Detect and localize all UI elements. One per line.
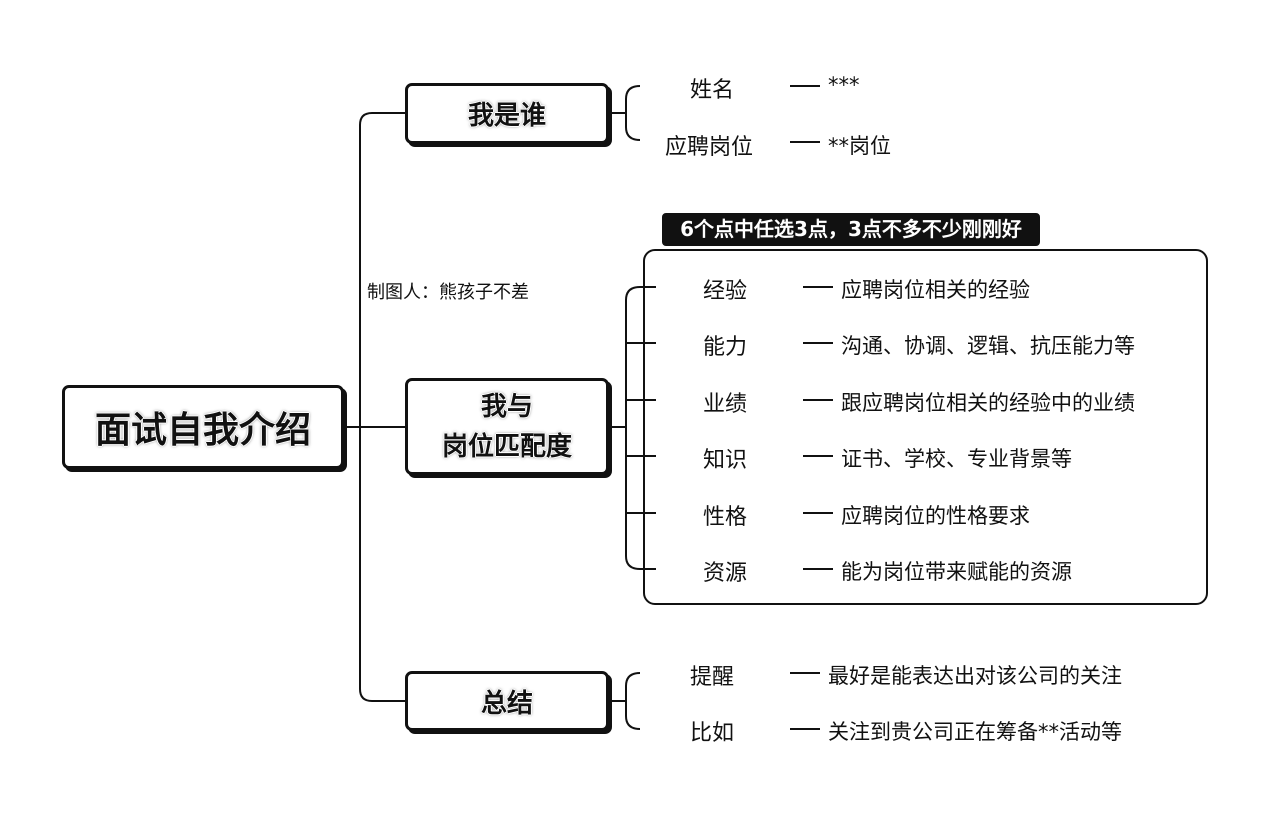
who-item-label: 应聘岗位: [665, 135, 754, 160]
match-item-label: 性格: [703, 505, 748, 530]
match-item-value: 跟应聘岗位相关的经验中的业绩: [841, 391, 1135, 415]
summary-item-label: 比如: [690, 721, 735, 746]
root-title: 面试自我介绍: [94, 410, 311, 451]
match-item-label: 资源: [703, 561, 748, 586]
branch-match-node: 我与 岗位匹配度: [405, 378, 609, 475]
branch-summary-title: 总结: [480, 688, 533, 719]
match-items-panel: [643, 249, 1208, 605]
match-item-label: 经验: [703, 279, 748, 304]
match-item-value: 证书、学校、专业背景等: [841, 447, 1072, 471]
branch-match-title-line2: 岗位匹配度: [441, 431, 572, 462]
branch-who-title: 我是谁: [467, 101, 546, 131]
summary-item-value: 关注到贵公司正在筹备**活动等: [828, 720, 1122, 744]
branch-match-title-line1: 我与: [480, 391, 533, 422]
match-item-label: 业绩: [703, 392, 748, 417]
summary-item-label: 提醒: [690, 665, 735, 690]
match-item-value: 能为岗位带来赋能的资源: [841, 560, 1072, 584]
root-node: 面试自我介绍: [62, 385, 344, 469]
maker-credit: 制图人：熊孩子不差: [367, 282, 529, 303]
match-item-label: 知识: [703, 448, 748, 473]
who-item-value: ***: [828, 73, 860, 97]
branch-who-node: 我是谁: [405, 83, 609, 144]
match-note-banner: 6个点中任选3点，3点不多不少刚刚好: [662, 213, 1040, 246]
match-item-value: 应聘岗位的性格要求: [841, 504, 1030, 528]
match-item-label: 能力: [703, 335, 748, 360]
summary-item-value: 最好是能表达出对该公司的关注: [828, 664, 1122, 688]
match-item-value: 沟通、协调、逻辑、抗压能力等: [841, 334, 1135, 358]
match-item-value: 应聘岗位相关的经验: [841, 278, 1030, 302]
branch-summary-node: 总结: [405, 671, 609, 731]
who-item-value: **岗位: [828, 134, 891, 158]
who-item-label: 姓名: [690, 78, 735, 103]
